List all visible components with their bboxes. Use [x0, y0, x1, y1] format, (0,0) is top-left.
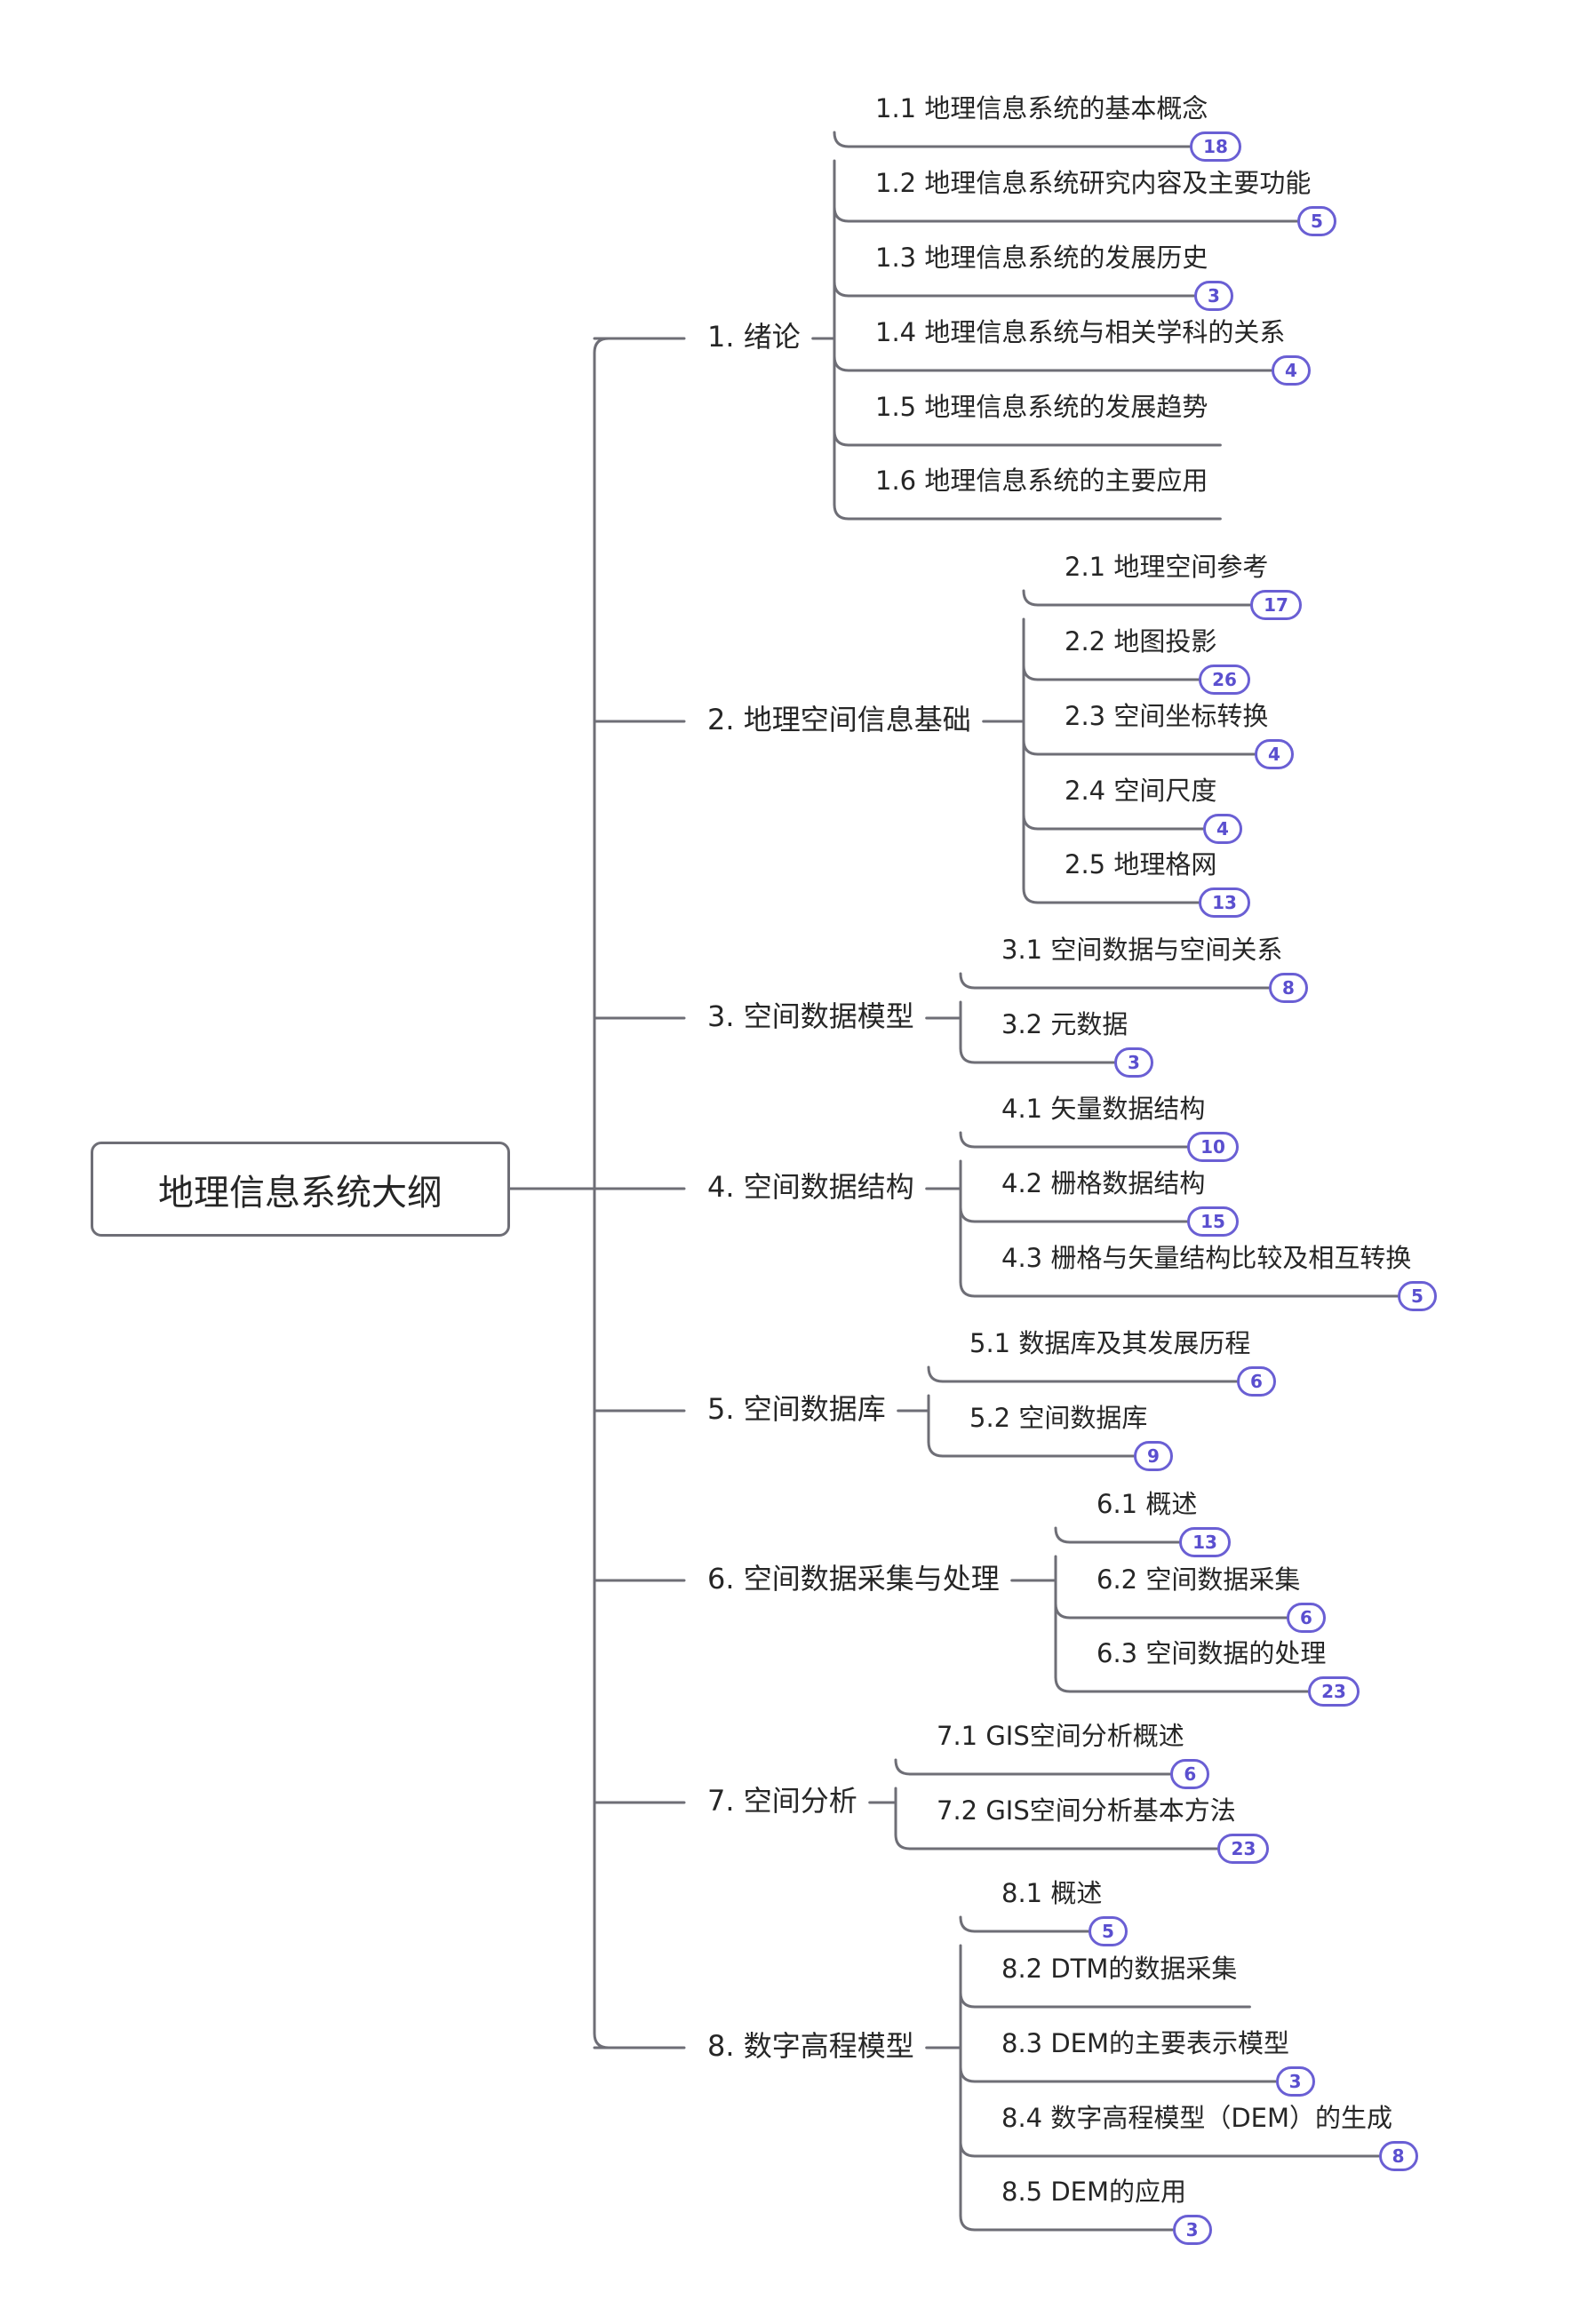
topic-curve-7-2 — [894, 1833, 912, 1850]
topic-node-6-2[interactable]: 6.2 空间数据采集 — [1097, 1564, 1301, 1595]
topic-node-8-5[interactable]: 8.5 DEM的应用 — [1001, 2177, 1187, 2207]
topic-node-4-1[interactable]: 4.1 矢量数据结构 — [1001, 1094, 1206, 1124]
topic-node-1-3[interactable]: 1.3 地理信息系统的发展历史 — [875, 243, 1208, 273]
topic-count-badge[interactable]: 10 — [1187, 1132, 1240, 1162]
topic-curve-1-4 — [833, 354, 850, 372]
topic-curve-1-2 — [833, 205, 850, 223]
topic-count-badge[interactable]: 13 — [1179, 1527, 1232, 1557]
topic-count-badge[interactable]: 26 — [1199, 665, 1251, 695]
topic-count-badge[interactable]: 18 — [1190, 131, 1242, 162]
topic-node-3-2[interactable]: 3.2 元数据 — [1001, 1009, 1128, 1039]
chapter-node-3[interactable]: 3. 空间数据模型 — [707, 999, 914, 1033]
topic-count-badge[interactable]: 6 — [1286, 1603, 1326, 1633]
topic-node-2-3[interactable]: 2.3 空间坐标转换 — [1065, 701, 1269, 731]
topic-curve-8-5 — [959, 2214, 977, 2232]
topic-node-2-5[interactable]: 2.5 地理格网 — [1065, 849, 1217, 879]
topic-node-7-2[interactable]: 7.2 GIS空间分析基本方法 — [937, 1795, 1236, 1826]
topic-curve-3-2 — [959, 1047, 977, 1064]
topic-count-badge[interactable]: 23 — [1308, 1676, 1360, 1707]
topic-count-badge[interactable]: 23 — [1217, 1834, 1270, 1864]
topic-count-badge[interactable]: 5 — [1397, 1281, 1437, 1311]
topic-count-badge[interactable]: 17 — [1250, 590, 1303, 620]
topic-node-1-2[interactable]: 1.2 地理信息系统研究内容及主要功能 — [875, 168, 1312, 198]
topic-curve-2-1 — [1022, 589, 1040, 607]
topic-curve-1-1 — [833, 131, 850, 148]
topic-count-badge[interactable]: 4 — [1271, 355, 1311, 386]
topic-count-badge[interactable]: 13 — [1199, 887, 1251, 918]
topic-count-badge[interactable]: 5 — [1088, 1916, 1128, 1946]
topic-curve-2-3 — [1022, 738, 1040, 756]
topic-node-8-3[interactable]: 8.3 DEM的主要表示模型 — [1001, 2028, 1290, 2058]
topic-curve-8-1 — [959, 1915, 977, 1933]
topic-count-badge[interactable]: 4 — [1202, 814, 1242, 844]
topic-count-badge[interactable]: 5 — [1296, 206, 1336, 236]
topic-curve-4-2 — [959, 1206, 977, 1223]
topic-node-4-2[interactable]: 4.2 栅格数据结构 — [1001, 1168, 1206, 1198]
topic-node-2-2[interactable]: 2.2 地图投影 — [1065, 626, 1217, 657]
chapter-node-1[interactable]: 1. 绪论 — [707, 320, 801, 354]
root-node-label: 地理信息系统大纲 — [158, 1172, 443, 1214]
topic-curve-5-1 — [927, 1365, 945, 1383]
topic-count-badge[interactable]: 4 — [1254, 739, 1294, 769]
topic-count-badge[interactable]: 8 — [1378, 2141, 1418, 2171]
topic-node-2-1[interactable]: 2.1 地理空间参考 — [1065, 552, 1269, 582]
topic-node-1-6[interactable]: 1.6 地理信息系统的主要应用 — [875, 466, 1208, 496]
chapter-node-7[interactable]: 7. 空间分析 — [707, 1784, 857, 1818]
topic-curve-8-2 — [959, 1991, 977, 2009]
topic-count-badge[interactable]: 9 — [1133, 1441, 1173, 1471]
topic-node-3-1[interactable]: 3.1 空间数据与空间关系 — [1001, 935, 1283, 965]
topic-curve-6-3 — [1054, 1675, 1072, 1693]
topic-count-badge[interactable]: 3 — [1275, 2066, 1315, 2097]
topic-curve-8-3 — [959, 2065, 977, 2083]
topic-curve-4-1 — [959, 1131, 977, 1149]
topic-count-badge[interactable]: 15 — [1187, 1206, 1240, 1237]
topic-curve-1-3 — [833, 280, 850, 298]
topic-curve-1-5 — [833, 429, 850, 447]
topic-node-2-4[interactable]: 2.4 空间尺度 — [1065, 776, 1217, 806]
topic-node-8-1[interactable]: 8.1 概述 — [1001, 1878, 1103, 1908]
topic-node-6-3[interactable]: 6.3 空间数据的处理 — [1097, 1638, 1327, 1668]
chapter-node-4[interactable]: 4. 空间数据结构 — [707, 1170, 914, 1204]
topic-node-8-4[interactable]: 8.4 数字高程模型（DEM）的生成 — [1001, 2103, 1393, 2133]
topic-node-8-2[interactable]: 8.2 DTM的数据采集 — [1001, 1954, 1238, 1984]
topic-node-1-1[interactable]: 1.1 地理信息系统的基本概念 — [875, 93, 1208, 123]
chapter-node-6[interactable]: 6. 空间数据采集与处理 — [707, 1562, 1000, 1596]
topic-node-6-1[interactable]: 6.1 概述 — [1097, 1489, 1198, 1519]
topic-node-1-4[interactable]: 1.4 地理信息系统与相关学科的关系 — [875, 317, 1286, 347]
topic-node-7-1[interactable]: 7.1 GIS空间分析概述 — [937, 1721, 1184, 1751]
topic-curve-4-3 — [959, 1280, 977, 1298]
topic-count-badge[interactable]: 6 — [1170, 1759, 1210, 1789]
topic-curve-8-4 — [959, 2140, 977, 2158]
topic-curve-5-2 — [927, 1440, 945, 1458]
chapter-node-2[interactable]: 2. 地理空间信息基础 — [707, 703, 971, 736]
topic-count-badge[interactable]: 3 — [1172, 2215, 1212, 2245]
topic-count-badge[interactable]: 8 — [1268, 973, 1308, 1003]
topic-count-badge[interactable]: 3 — [1113, 1047, 1153, 1078]
topic-curve-2-2 — [1022, 664, 1040, 681]
topic-count-badge[interactable]: 3 — [1193, 281, 1233, 311]
topic-curve-2-5 — [1022, 887, 1040, 904]
topic-count-badge[interactable]: 6 — [1236, 1366, 1276, 1397]
topic-curve-7-1 — [894, 1758, 912, 1776]
topic-node-4-3[interactable]: 4.3 栅格与矢量结构比较及相互转换 — [1001, 1243, 1412, 1273]
topic-node-1-5[interactable]: 1.5 地理信息系统的发展趋势 — [875, 392, 1208, 422]
chapter-node-8[interactable]: 8. 数字高程模型 — [707, 2029, 914, 2063]
root-node[interactable]: 地理信息系统大纲 — [91, 1142, 510, 1237]
topic-curve-3-1 — [959, 972, 977, 990]
topic-node-5-1[interactable]: 5.1 数据库及其发展历程 — [969, 1328, 1251, 1358]
main-spine — [593, 337, 610, 2049]
topic-curve-6-1 — [1054, 1526, 1072, 1544]
chapter-node-5[interactable]: 5. 空间数据库 — [707, 1392, 886, 1426]
topic-curve-6-2 — [1054, 1602, 1072, 1620]
topic-curve-1-6 — [833, 503, 850, 521]
topic-curve-2-4 — [1022, 813, 1040, 831]
topic-node-5-2[interactable]: 5.2 空间数据库 — [969, 1403, 1148, 1433]
